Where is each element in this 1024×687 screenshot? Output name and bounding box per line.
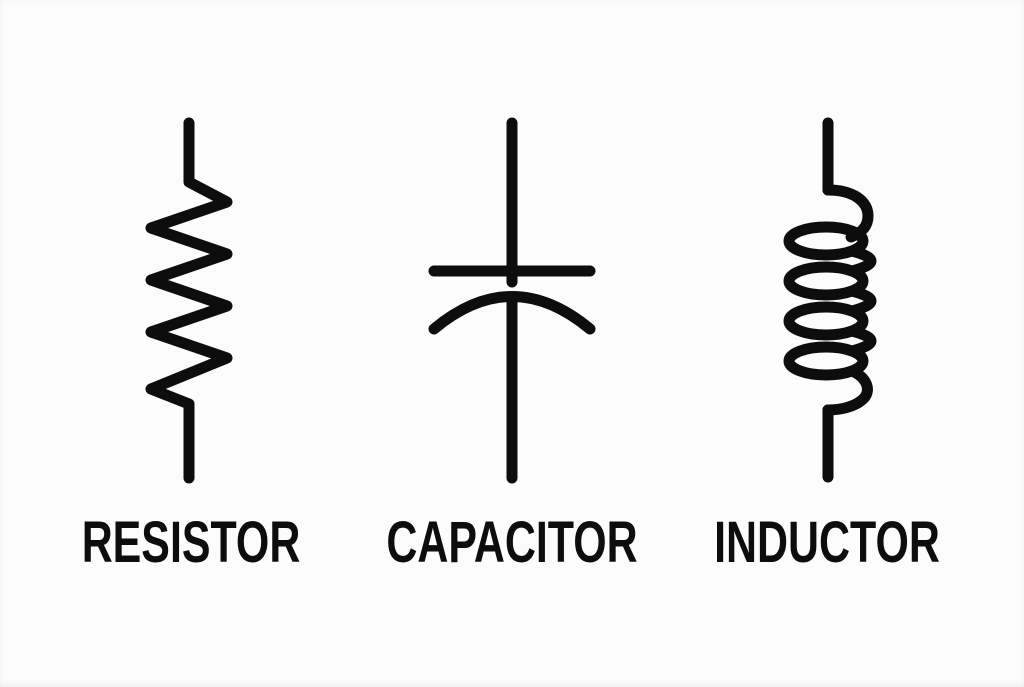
capacitor-symbol (428, 117, 596, 484)
inductor-label: INDUCTOR (714, 510, 940, 575)
capacitor-label: CAPACITOR (386, 510, 638, 575)
inductor-symbol (783, 117, 877, 483)
resistor-label: RESISTOR (81, 510, 301, 575)
resistor-symbol (145, 117, 233, 484)
